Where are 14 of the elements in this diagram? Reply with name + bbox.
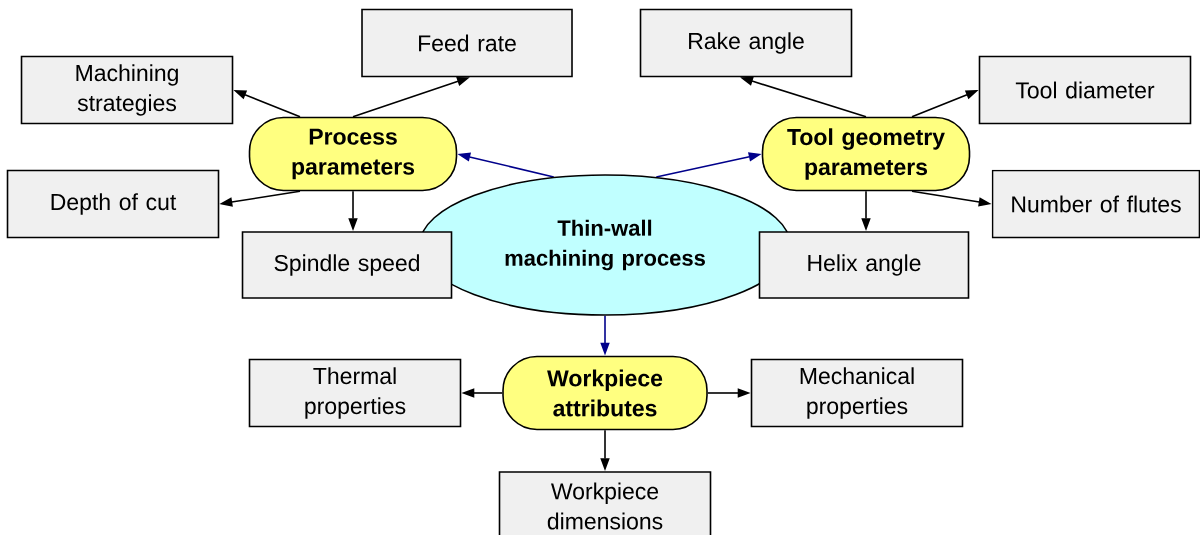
category-pill: Process parameters	[248, 116, 458, 192]
category-pill: Workpiece attributes	[502, 355, 708, 431]
item-box: Number of flutes	[991, 169, 1200, 239]
item-box: Spindle speed	[241, 231, 453, 299]
item-box: Depth of cut	[6, 169, 220, 239]
item-box: Mechanical properties	[750, 358, 964, 428]
item-box: Rake angle	[639, 8, 853, 78]
item-box: Feed rate	[361, 8, 573, 78]
item-box: Helix angle	[758, 231, 970, 299]
item-box: Workpiece dimensions	[498, 471, 712, 535]
category-pill: Tool geometry parameters	[761, 116, 971, 192]
item-box: Thermal properties	[248, 358, 462, 428]
item-box: Machining strategies	[20, 55, 234, 125]
item-box: Tool diameter	[978, 55, 1192, 125]
